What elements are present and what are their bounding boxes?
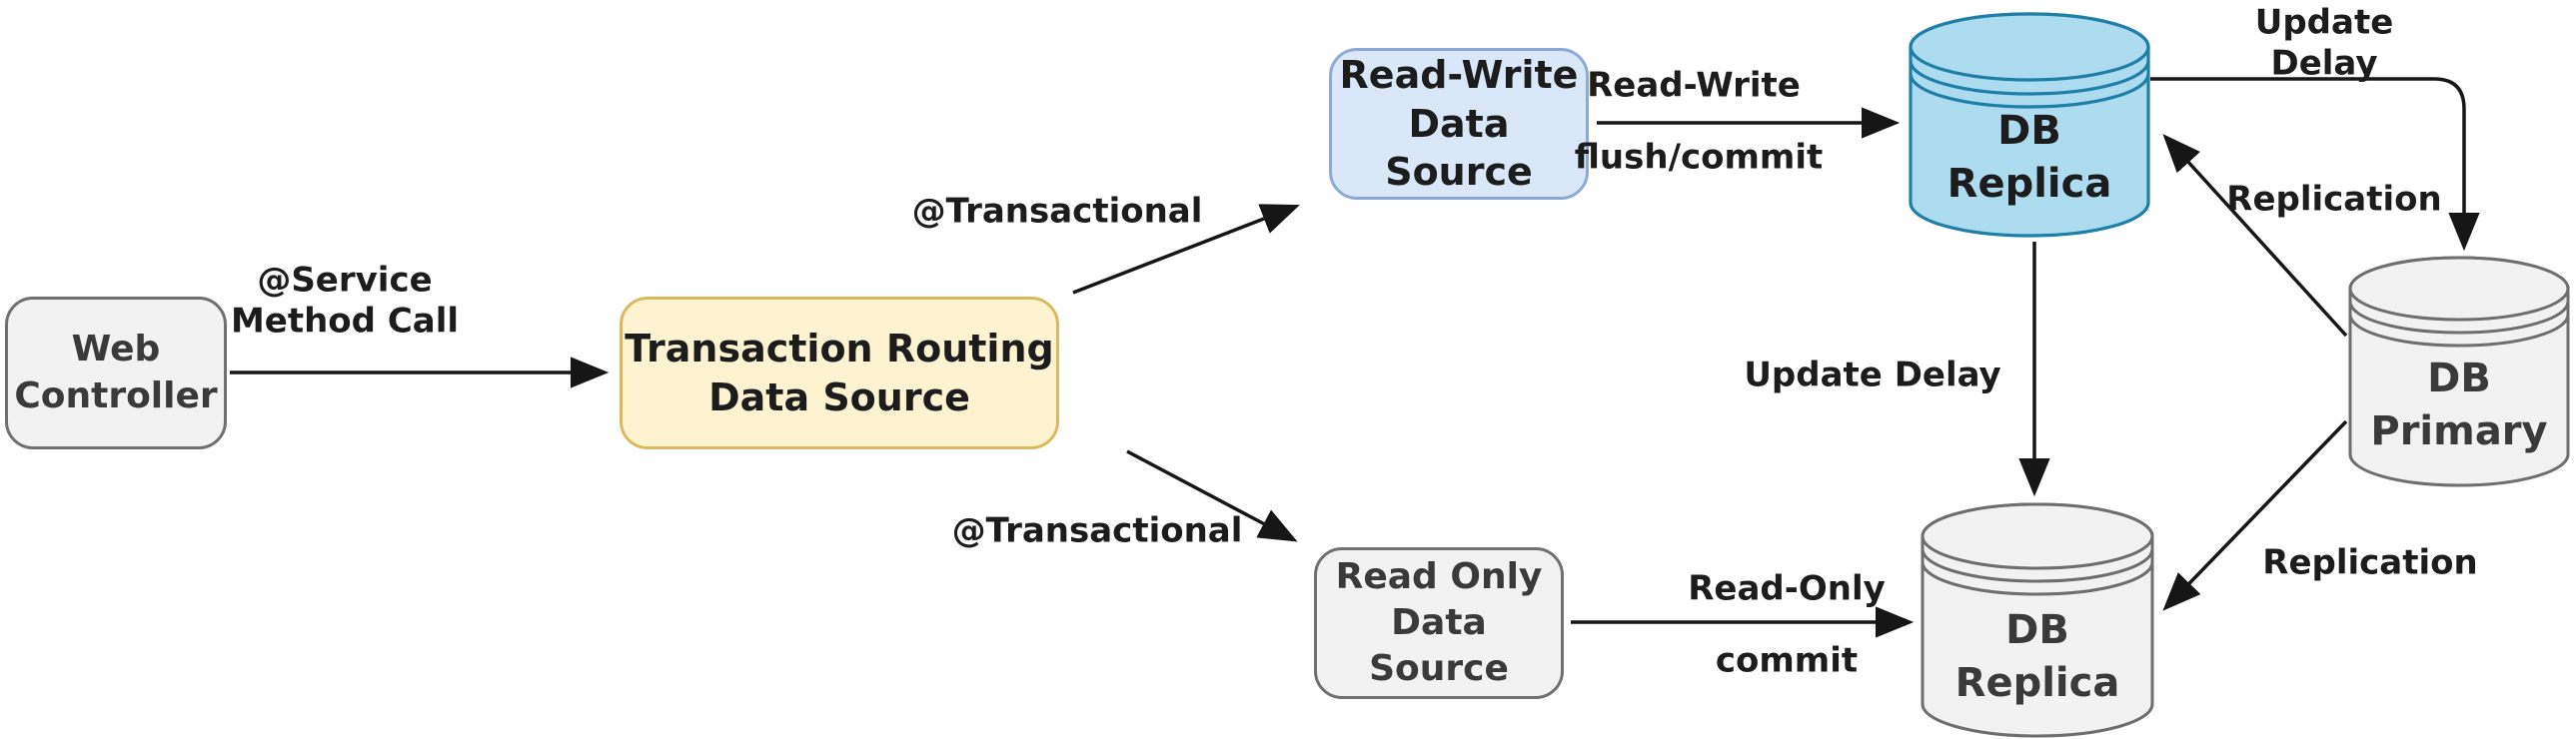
- db-primary-cylinder: [2348, 256, 2570, 487]
- edge-transactional-readwrite: [1072, 204, 1300, 295]
- edge-replication-to-replica-ro: [2162, 419, 2348, 611]
- db-replica-readonly-label: DB Replica: [1954, 607, 2120, 706]
- node-read-only-data-source: Read Only Data Source: [1314, 547, 1564, 699]
- edge-label-replication-bottom: Replication: [2262, 542, 2478, 583]
- edge-label-read-only: Read-Only: [1688, 568, 1886, 609]
- edge-replication-to-replica-rw: [2162, 134, 2348, 338]
- node-transaction-routing-data-source: Transaction Routing Data Source: [620, 297, 1059, 449]
- node-read-only-ds-label: Read Only Data Source: [1335, 555, 1543, 690]
- edge-label-update-delay-top: Update Delay: [2254, 2, 2394, 84]
- edge-label-replication-top: Replication: [2226, 179, 2442, 220]
- db-replica-readwrite-cylinder: [1909, 12, 2150, 238]
- db-primary-label: DB Primary: [2370, 356, 2548, 454]
- edge-label-transactional-top: @Transactional: [911, 191, 1203, 232]
- node-transaction-routing-label: Transaction Routing Data Source: [625, 326, 1054, 419]
- edge-label-flush-commit: flush/commit: [1574, 137, 1824, 178]
- db-replica-readonly-cylinder: [1921, 502, 2154, 738]
- edge-label-service-method-call: @Service Method Call: [230, 260, 460, 342]
- edge-label-read-write: Read-Write: [1587, 65, 1801, 106]
- node-web-controller-label: Web Controller: [14, 329, 218, 416]
- edge-transactional-readonly: [1126, 449, 1298, 542]
- edge-update-delay-to-primary: [2150, 77, 2480, 252]
- db-replica-readwrite-label: DB Replica: [1946, 108, 2112, 207]
- edge-label-update-delay-mid: Update Delay: [1744, 355, 2001, 395]
- node-read-write-data-source: Read-Write Data Source: [1329, 48, 1589, 200]
- edge-label-transactional-bottom: @Transactional: [951, 510, 1243, 551]
- node-read-write-ds-label: Read-Write Data Source: [1339, 53, 1579, 195]
- edge-label-commit: commit: [1715, 640, 1859, 681]
- node-web-controller: Web Controller: [5, 297, 227, 449]
